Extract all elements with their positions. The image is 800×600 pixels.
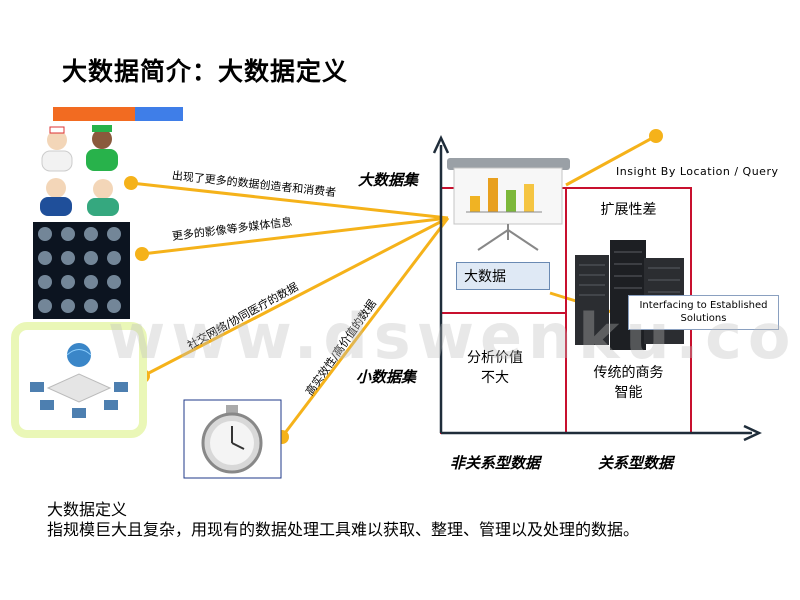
dot-2	[135, 247, 149, 261]
axes	[432, 135, 762, 442]
label-scalability-poor: 扩展性差	[600, 202, 657, 218]
page-title: 大数据简介：大数据定义	[62, 57, 349, 86]
label-value-low: 分析价值 不大	[467, 350, 523, 386]
label-traditional-bi: 传统的商务 智能	[593, 365, 664, 401]
label-insight: Insight By Location / Query	[616, 165, 779, 178]
definition-heading: 大数据定义	[47, 500, 128, 519]
dot-insight	[649, 129, 663, 143]
label-relational: 关系型数据	[598, 454, 674, 472]
accent-bar-blue	[135, 107, 183, 121]
label-small-data-set: 小数据集	[356, 368, 417, 386]
y-axis-arrow	[432, 135, 450, 154]
label-big-data-set: 大数据集	[358, 171, 419, 189]
connector-line-insight	[565, 134, 657, 187]
x-axis-arrow	[743, 424, 762, 442]
doctors-icon	[40, 125, 119, 216]
accent-bar-orange	[53, 107, 135, 121]
big-data-box: 大数据	[456, 262, 550, 290]
connector-line-4	[280, 217, 450, 438]
connector-line-1	[130, 181, 449, 220]
connector-lines	[130, 134, 657, 438]
label-non-relational: 非关系型数据	[450, 454, 541, 472]
presentation-chart-icon	[447, 158, 570, 251]
network-computers-icon	[11, 322, 147, 438]
interfacing-box: Interfacing to Established Solutions	[628, 295, 779, 330]
connector-line-2	[141, 216, 449, 256]
ct-scan-icon	[33, 222, 130, 319]
dot-1	[124, 176, 138, 190]
stopwatch-icon	[183, 399, 282, 479]
definition-body: 指规模巨大且复杂，用现有的数据处理工具难以获取、整理、管理以及处理的数据。	[47, 520, 640, 539]
connector-line-3	[142, 216, 449, 378]
